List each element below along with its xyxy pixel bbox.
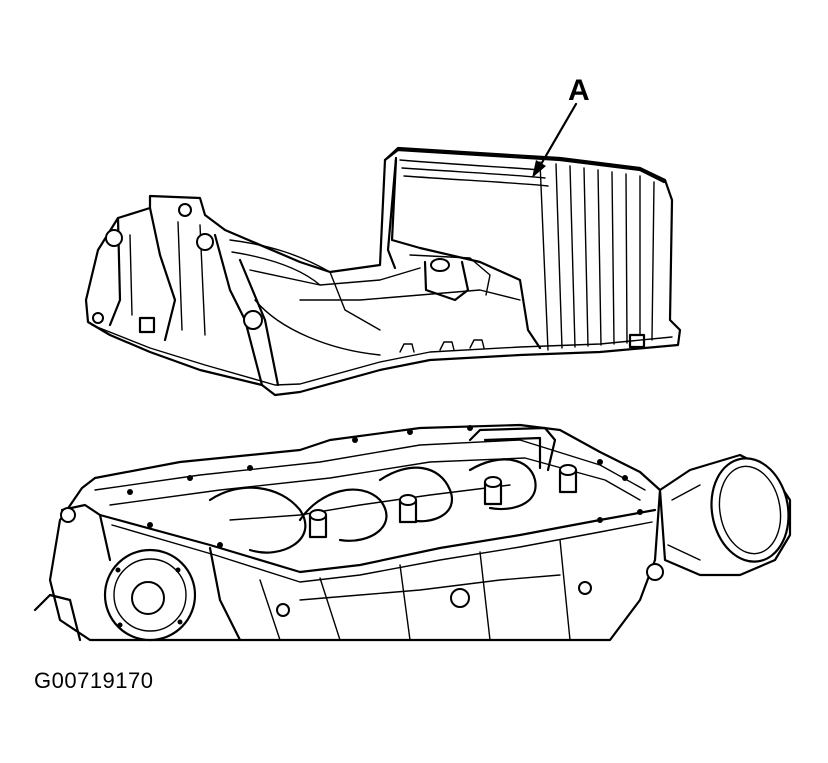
callout-arrow [532,102,578,178]
engine-block [33,423,664,642]
figure-id: G00719170 [34,668,154,693]
oil-pan [84,146,682,397]
crank-pulley [103,548,197,642]
oil-filter [658,453,792,577]
callout-label: A [568,74,590,107]
